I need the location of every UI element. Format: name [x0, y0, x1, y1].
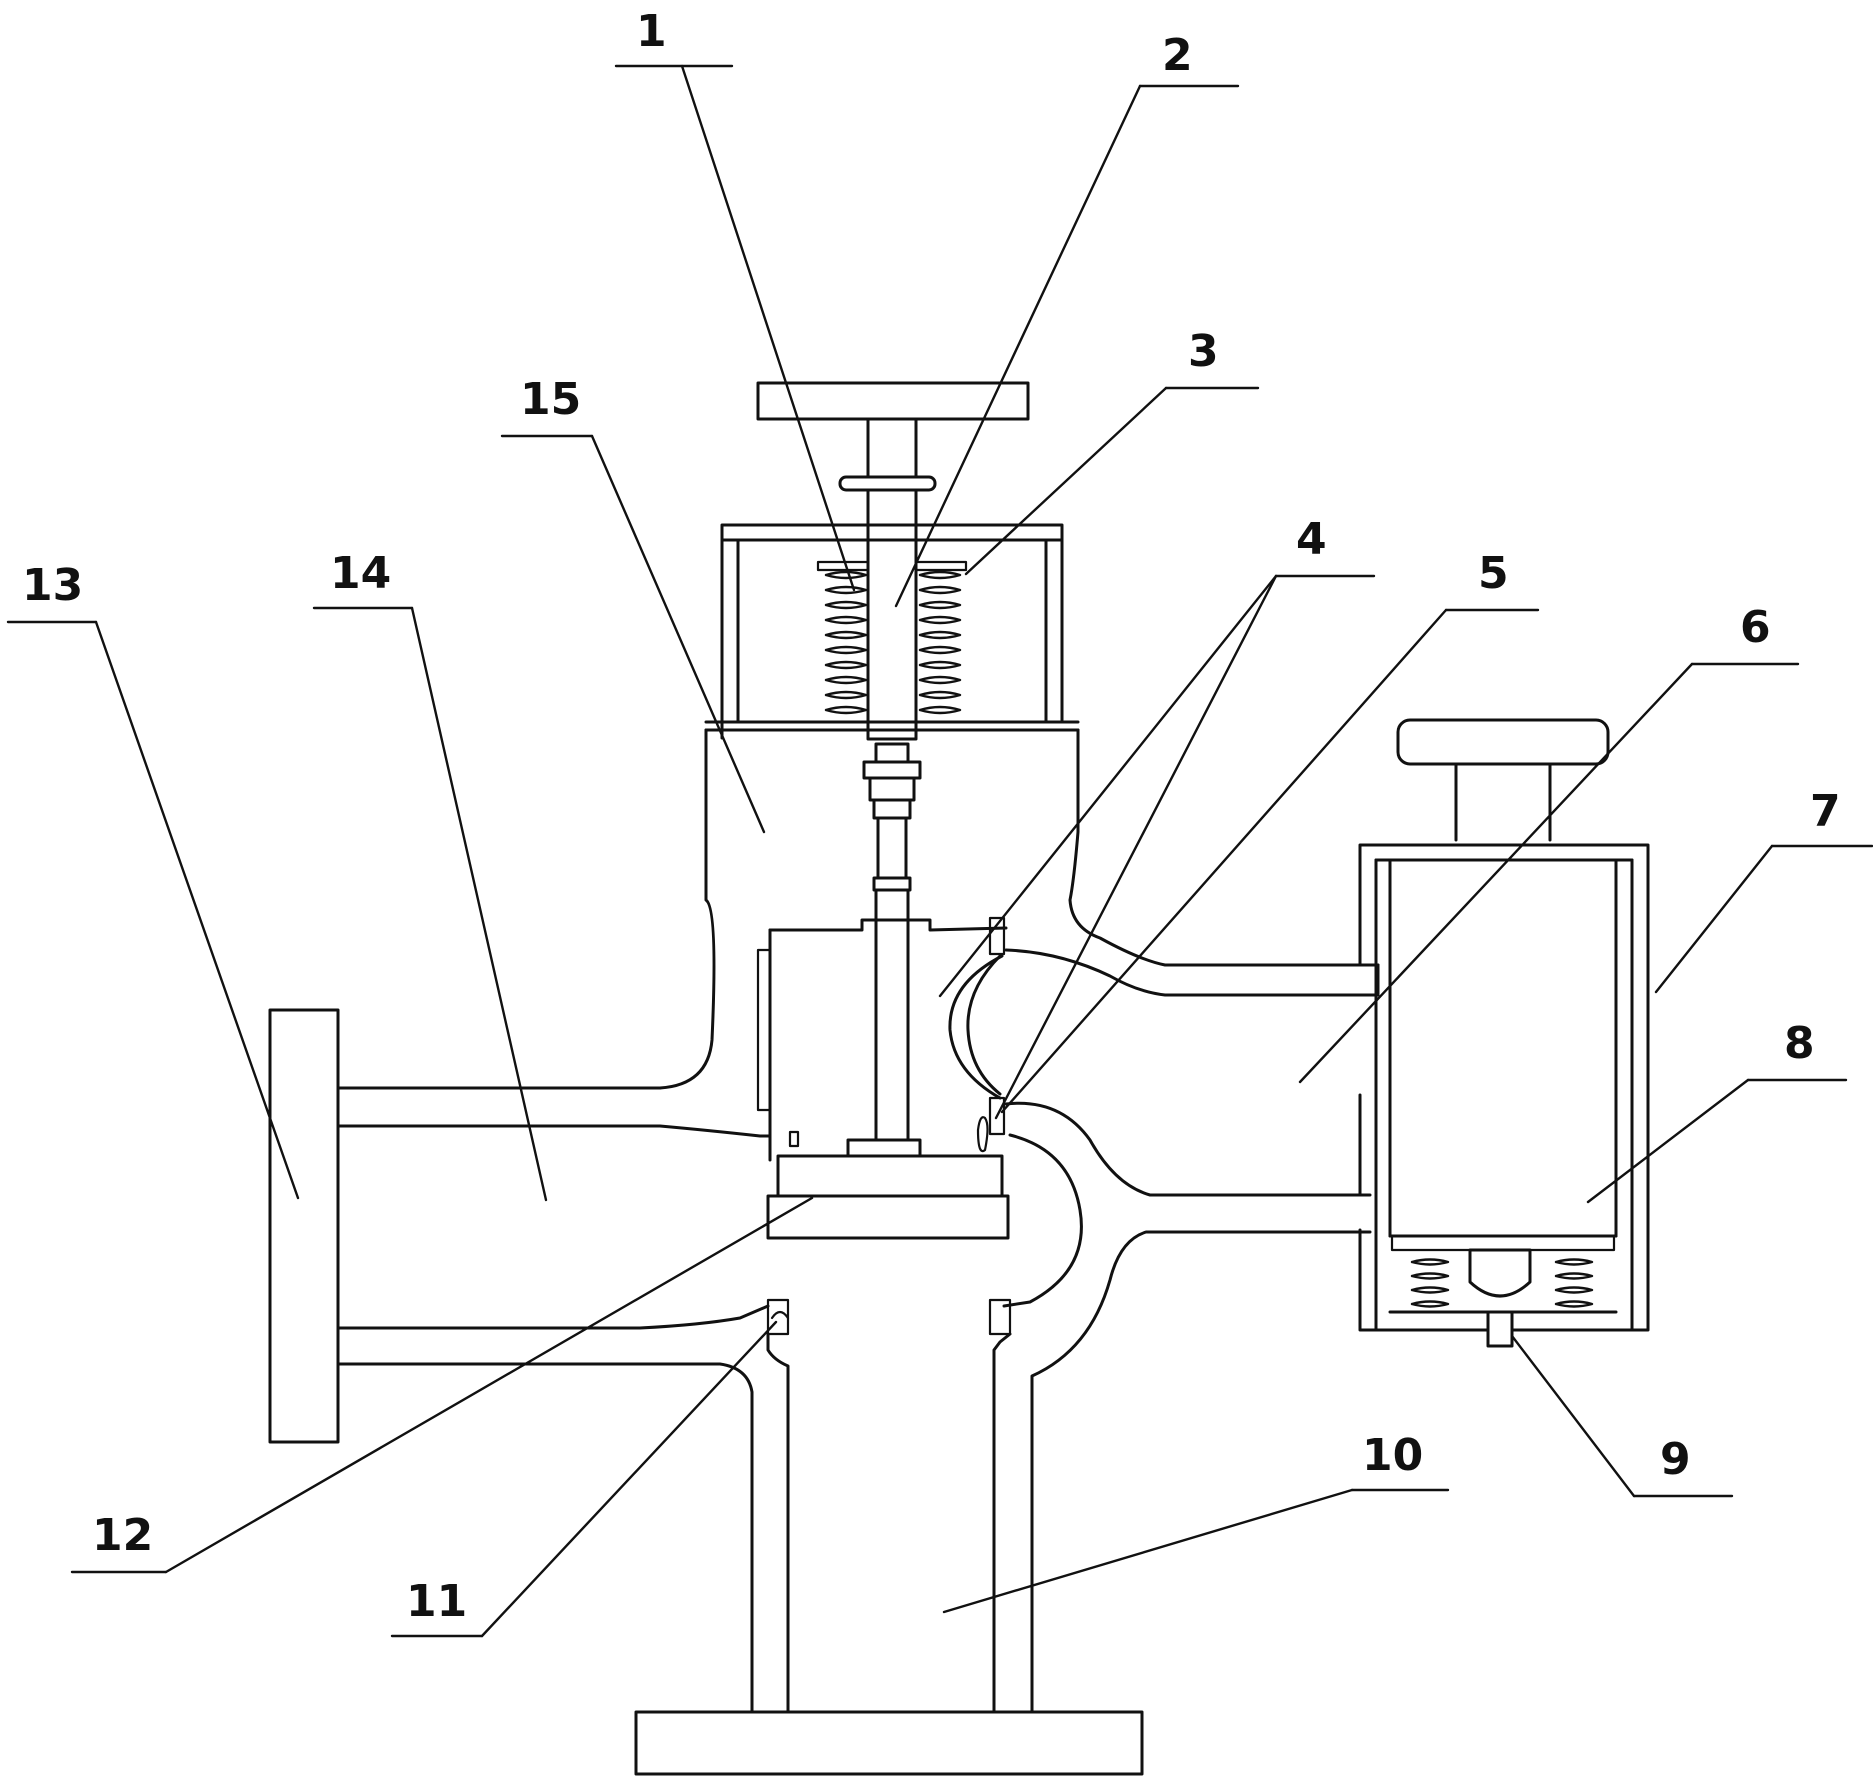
- leader-1-diag: [680, 64, 856, 592]
- label-9: 9: [1660, 1434, 1691, 1485]
- seat-channel: [948, 916, 1380, 1714]
- compression-spring-right: [914, 560, 968, 715]
- label-8: 8: [1784, 1018, 1815, 1069]
- leader-7-diag: [1654, 844, 1774, 994]
- label-2: 2: [1162, 30, 1193, 81]
- leader-11-diag: [480, 1320, 778, 1638]
- label-1: 1: [636, 6, 667, 57]
- leader-14-diag: [410, 606, 548, 1202]
- leader-lines: [6, 64, 1873, 1638]
- leader-2-diag: [894, 84, 1142, 608]
- leader-3-diag: [964, 386, 1168, 576]
- spring-housing: [704, 523, 1080, 740]
- label-5: 5: [1478, 548, 1509, 599]
- valve-stem: [838, 417, 937, 1172]
- label-10: 10: [1362, 1430, 1423, 1481]
- inlet-flange: [268, 1008, 340, 1444]
- leader-15-diag: [590, 434, 766, 834]
- leader-13-diag: [94, 620, 300, 1200]
- valve-gate-assembly: [756, 918, 1010, 1240]
- label-15: 15: [520, 374, 581, 425]
- part-labels: 1 2 3 4 5 6 7 8 9 10 11 12 13 14 15: [22, 6, 1841, 1627]
- leader-6-diag: [1298, 662, 1694, 1084]
- label-14: 14: [330, 548, 391, 599]
- label-3: 3: [1188, 326, 1219, 377]
- label-7: 7: [1810, 786, 1841, 837]
- label-12: 12: [92, 1510, 153, 1561]
- base-plate: [634, 1710, 1144, 1776]
- inner-piston-body: [1388, 858, 1618, 1348]
- label-6: 6: [1740, 602, 1771, 653]
- valve-body: [340, 728, 1380, 1090]
- leader-5-diag: [1000, 608, 1448, 1114]
- leader-10-diag: [942, 1488, 1354, 1614]
- label-13: 13: [22, 560, 83, 611]
- leader-12-diag: [164, 1196, 814, 1574]
- inlet-pipe: [336, 1086, 772, 1714]
- leader-8-diag: [1586, 1078, 1750, 1204]
- leader-4b-diag: [994, 574, 1278, 1120]
- leader-9-diag: [1510, 1334, 1636, 1498]
- compression-spring-left: [816, 560, 870, 715]
- label-11: 11: [406, 1576, 467, 1627]
- label-4: 4: [1296, 514, 1327, 565]
- outlet-down-pipe: [766, 1298, 1012, 1714]
- leader-4-diag: [938, 574, 1278, 998]
- right-handwheel: [1396, 718, 1610, 842]
